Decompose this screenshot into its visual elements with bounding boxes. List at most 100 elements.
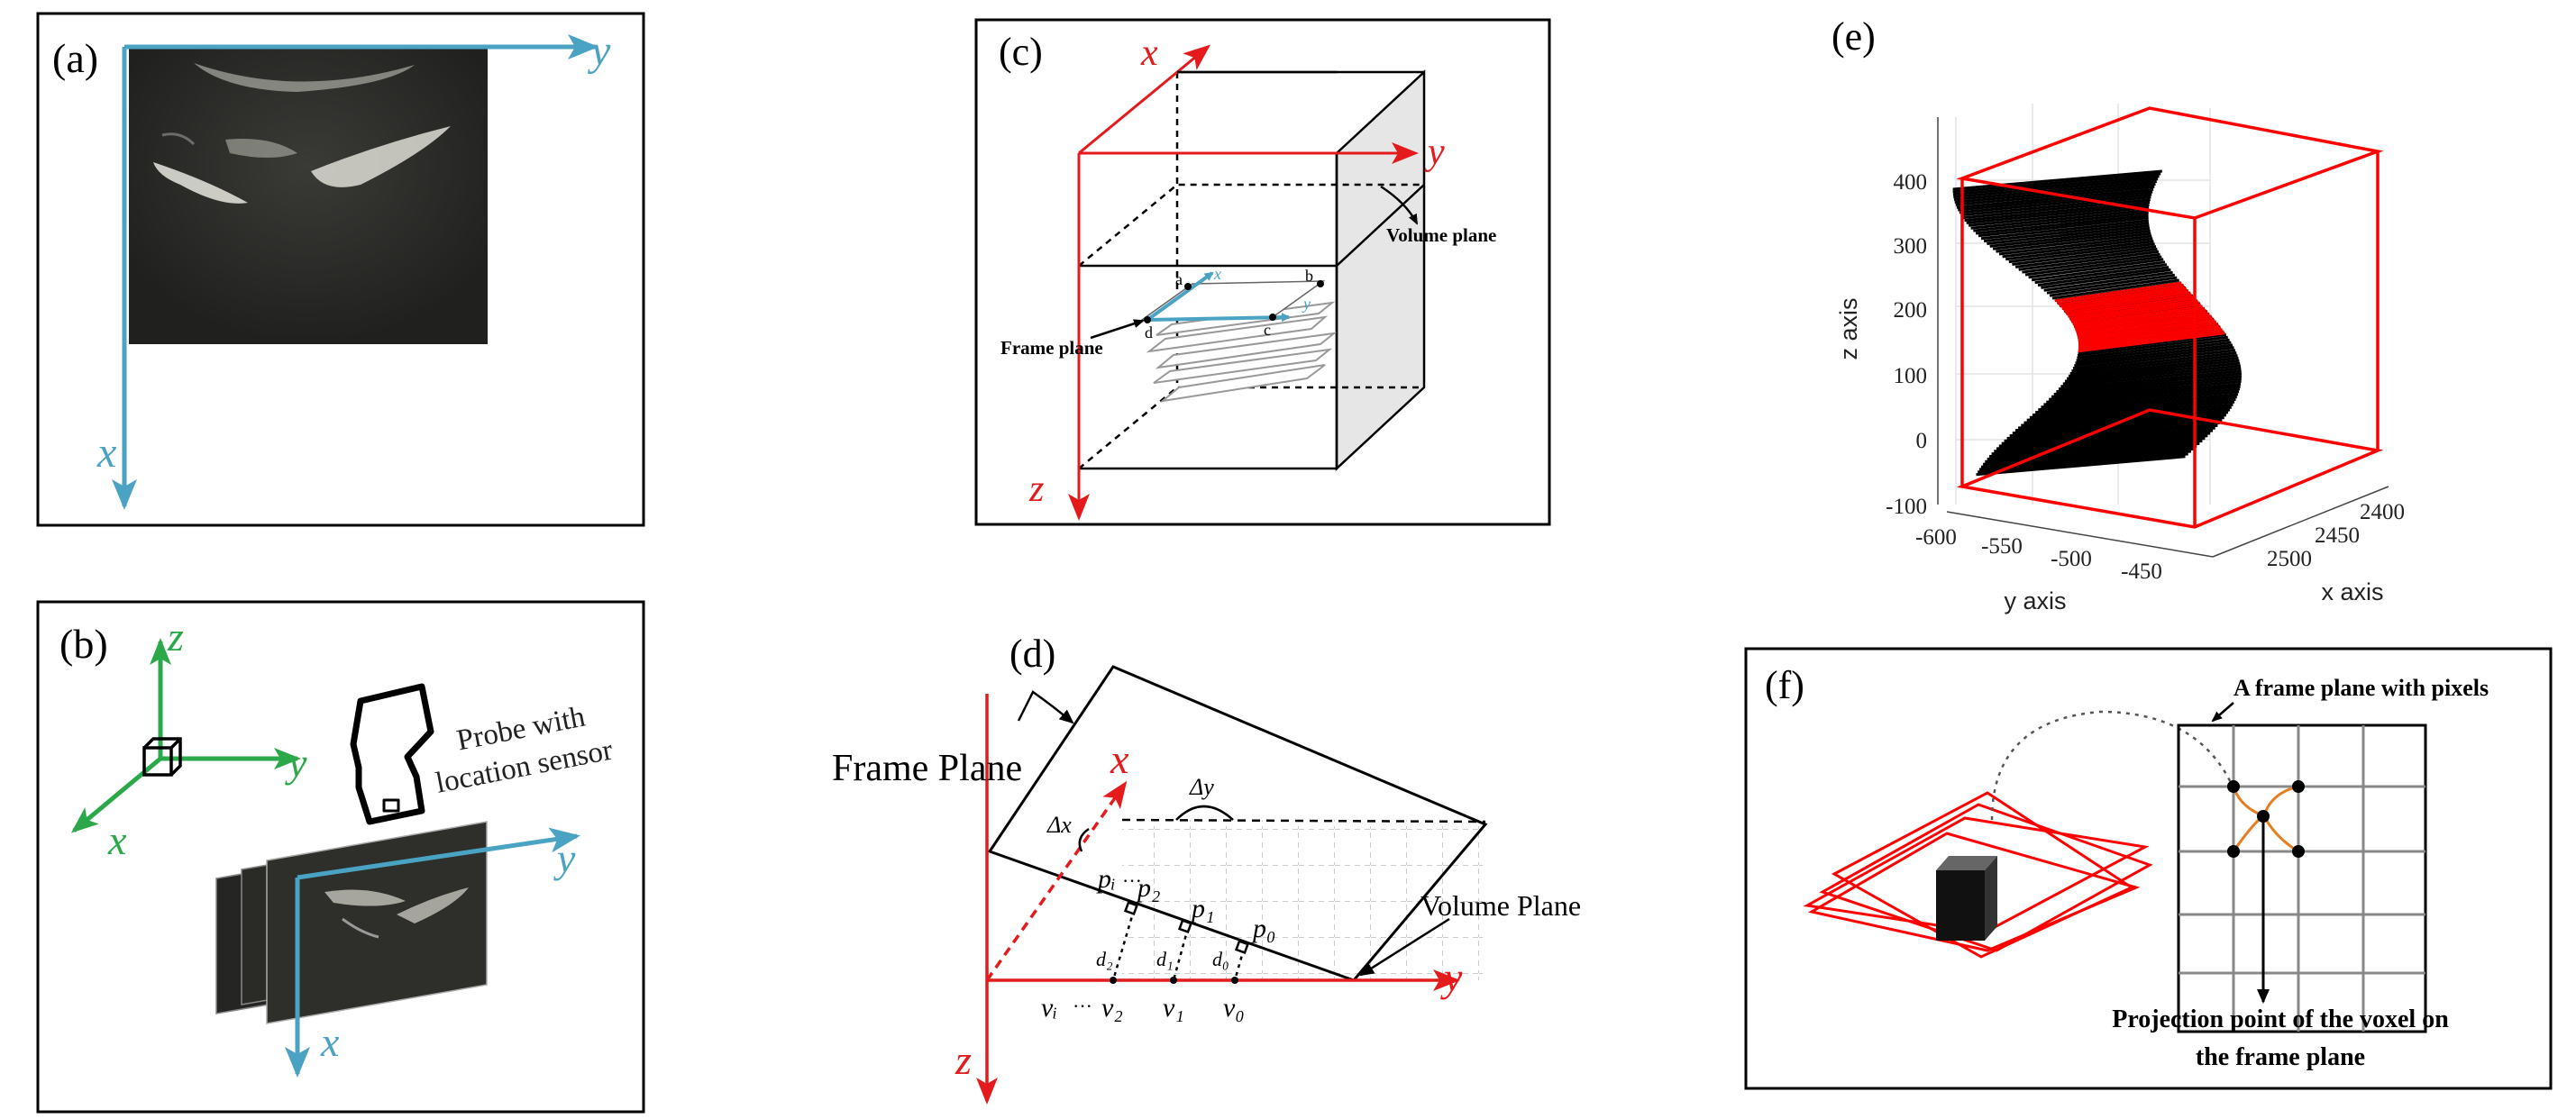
frame-plane-pixels-label: A frame plane with pixels [2233, 675, 2489, 701]
highlighted-slice [2061, 289, 2188, 310]
highlighted-slice [2054, 281, 2182, 302]
volume-cube [1078, 69, 1426, 471]
highlighted-slice [2056, 283, 2184, 305]
sensor-cube-icon [142, 737, 182, 777]
volume-axis-z-label: z [1028, 469, 1044, 510]
y-axis-line [1946, 511, 2214, 558]
highlighted-slice [2078, 326, 2222, 347]
d-volume-plane-label: Volume Plane [1420, 889, 1581, 922]
d-0-label: d₀ [1212, 948, 1229, 970]
d-axis-y-label: y [1440, 954, 1463, 1000]
panel-e: (e) [1832, 14, 2405, 614]
frame-slice [1989, 226, 2151, 248]
panel-a-label: (a) [52, 35, 98, 81]
panel-e-label: (e) [1832, 14, 1876, 59]
projection-point-label-line2: the frame plane [2196, 1043, 2365, 1071]
frame-slice [2023, 403, 2233, 424]
frame-slice [1952, 175, 2160, 196]
frame-axis-x-arrow [1146, 271, 1214, 322]
x-tick-2400: 2400 [2360, 500, 2405, 524]
frame-slice [2028, 258, 2164, 279]
frame-slice [1953, 180, 2157, 201]
axis-x-label: x [96, 429, 116, 477]
d-axis-x-arrow [985, 780, 1128, 982]
highlighted-slice [2077, 316, 2214, 337]
frame-pixel-grid [2177, 723, 2427, 1033]
frame-slice [2046, 382, 2242, 404]
frame-slice [2029, 397, 2236, 419]
volume-axis-x-arrow [1078, 44, 1211, 155]
panel-d: (d) x y z Frame Plane Volume Plane Δx Δy [832, 632, 1581, 1105]
frame-slice [1998, 426, 2215, 448]
frame-slice [2058, 369, 2242, 391]
v-0-label: v₀ [1223, 993, 1245, 1023]
y-tick-neg600: -600 [1915, 525, 1957, 550]
z-ticks: 400 300 200 100 0 -100 [1886, 170, 1927, 519]
frame-slice [1992, 229, 2151, 250]
highlighted-slice [2076, 314, 2212, 335]
v-dots-label: ··· [1073, 995, 1092, 1017]
frame-slice [2074, 346, 2234, 368]
frame-slice [1956, 187, 2154, 209]
v-2-label: v₂ [1101, 993, 1123, 1023]
frame-slice [1958, 190, 2153, 212]
frame-slice [1952, 172, 2161, 194]
pixel-points [2227, 780, 2305, 858]
highlighted-slice [2060, 287, 2188, 308]
frame-slice [2021, 405, 2232, 427]
v-i-label: vᵢ [1041, 993, 1057, 1023]
bounding-box [1956, 106, 2384, 529]
frame-slice [1987, 224, 2150, 245]
frame-stack [1146, 301, 1338, 403]
d-axis-x-label: x [1110, 736, 1129, 782]
frame-slice [2069, 354, 2238, 375]
highlighted-slice [2066, 295, 2194, 316]
frame-slice [2014, 247, 2158, 268]
world-axes: z y x [70, 614, 307, 863]
highlighted-slice [2078, 318, 2215, 340]
frame-plane-label: Frame plane [1000, 337, 1103, 359]
panel-a-frame [36, 12, 645, 527]
p-i-label: pᵢ [1096, 864, 1116, 894]
frame-slice [1985, 441, 2200, 463]
frame-slice [2071, 351, 2237, 373]
highlighted-slice [2076, 313, 2210, 333]
frame-slice [2077, 335, 2228, 357]
volume-axis-y-label: y [1424, 132, 1445, 173]
frame-slice [2008, 242, 2155, 264]
frame-slice [1959, 193, 2152, 214]
frame-slice [2038, 390, 2240, 412]
frame-slice [1966, 203, 2150, 224]
panel-f: (f) [1744, 647, 2553, 1090]
frame-slice [2018, 250, 2160, 271]
frame-slice [2043, 270, 2173, 292]
frame-slice [2049, 379, 2242, 401]
z-tick-neg100: -100 [1886, 495, 1927, 519]
frame-slice [1960, 196, 2151, 217]
frame-slice [2051, 377, 2242, 398]
frame-slice [2060, 367, 2242, 388]
panel-f-frame [1744, 647, 2553, 1090]
panel-f-label: (f) [1765, 663, 1804, 707]
d-volume-plane-callout [1359, 917, 1450, 977]
image-axis-y-label: y [553, 835, 576, 881]
highlighted-slice [2074, 308, 2206, 330]
panel-b-frame [36, 600, 645, 1114]
frame-axis-y-label: y [1302, 295, 1311, 313]
frame-slice [1953, 177, 2159, 199]
frame-slice [2078, 332, 2226, 354]
x-tick-2450: 2450 [2315, 523, 2360, 548]
frame-slice [1973, 211, 2149, 232]
frame-slice [1952, 169, 2162, 191]
d-2-label: d₂ [1096, 948, 1113, 970]
highlighted-slice [2068, 296, 2196, 318]
highlighted-slice [2070, 301, 2199, 322]
z-axis-label: z axis [1835, 297, 1862, 359]
frame-slice [2051, 278, 2179, 300]
frame-plane-pixels-callout [2211, 702, 2234, 723]
z-tick-300: 300 [1894, 234, 1928, 259]
frame-slice [2066, 359, 2240, 380]
highlighted-slice [2078, 320, 2216, 341]
delta-y-label: Δy [1189, 774, 1214, 800]
